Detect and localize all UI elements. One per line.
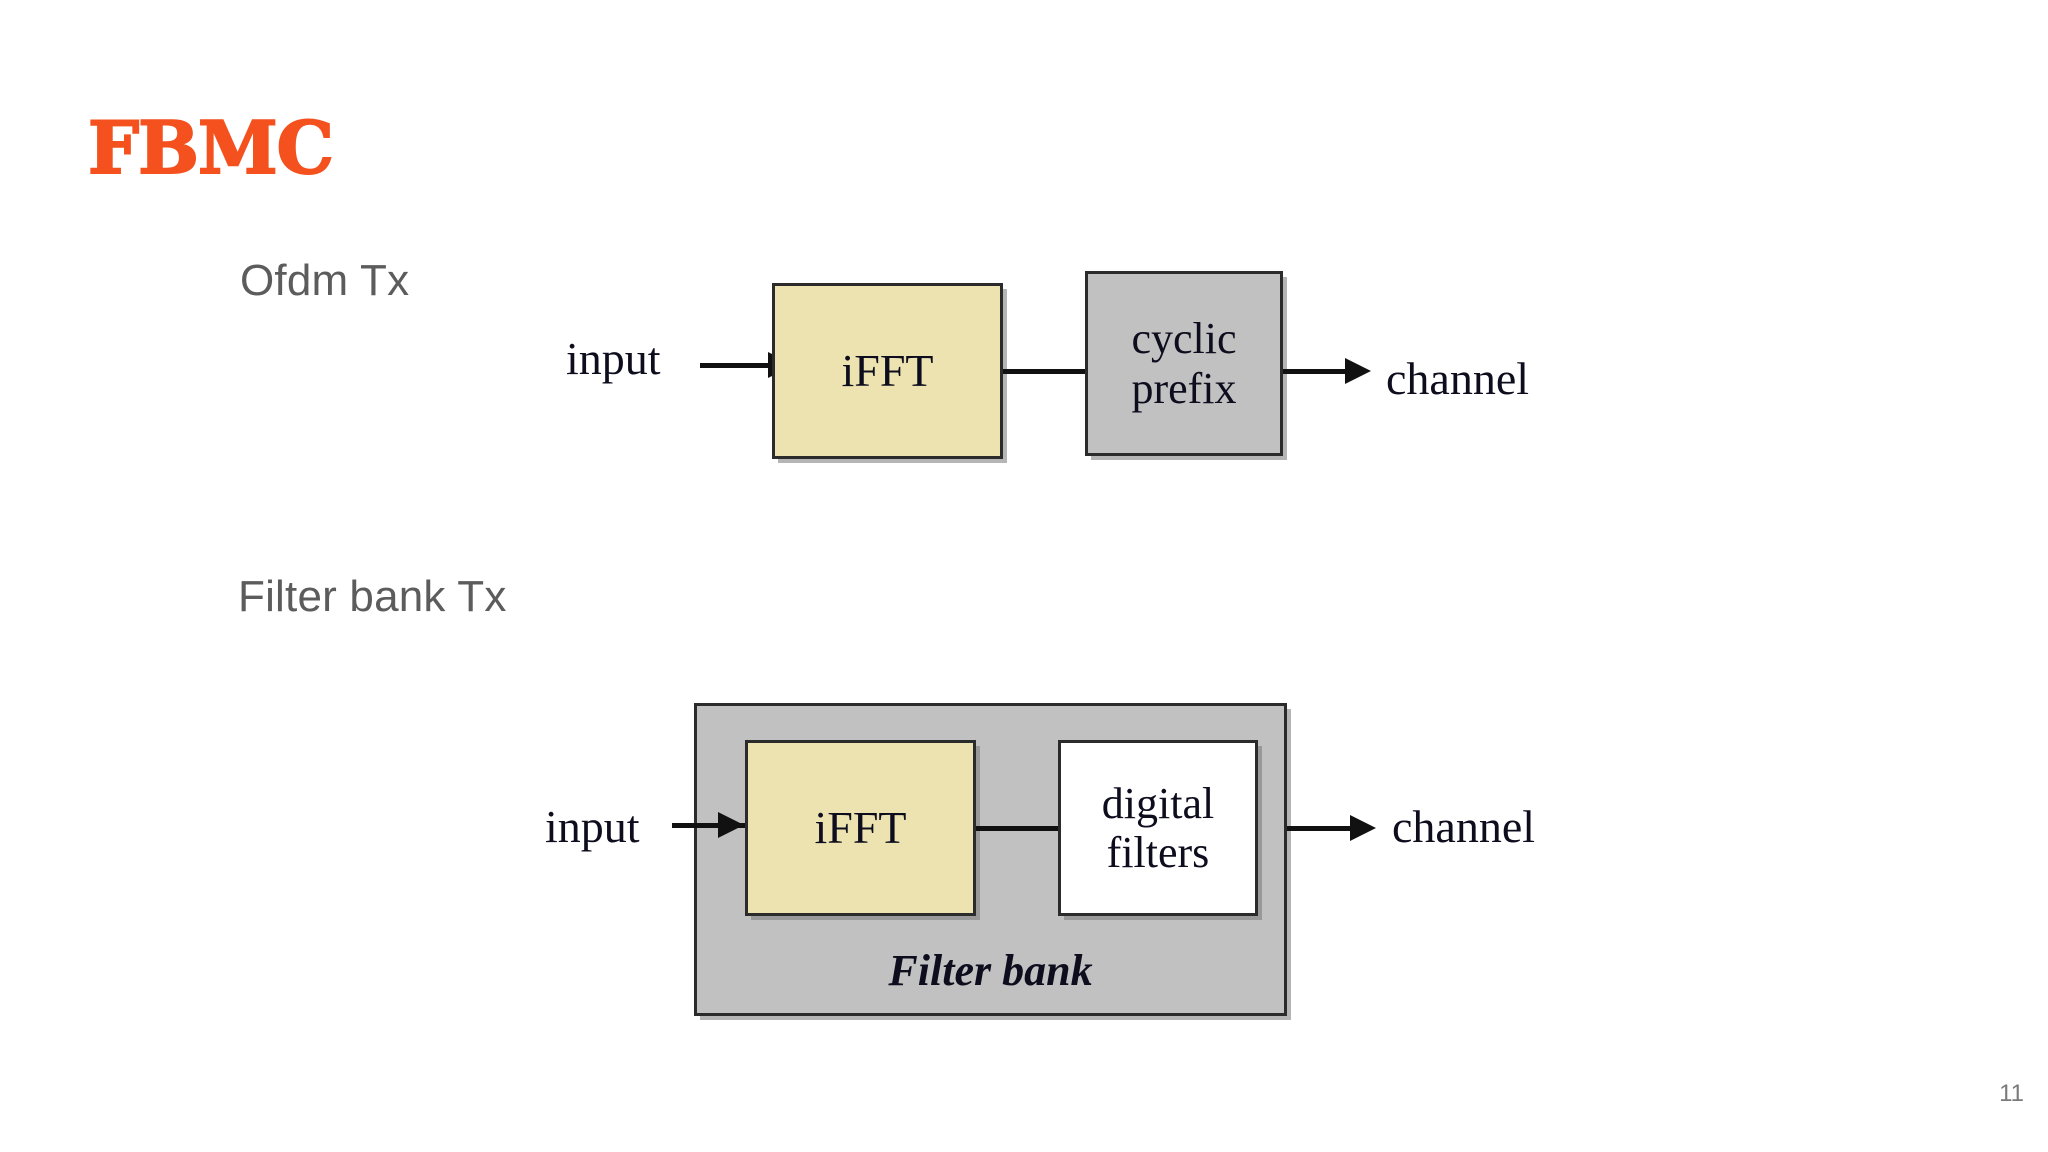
- ofdm-edge-input-to-ifft: [700, 363, 772, 368]
- ofdm-arrowhead-output-icon: [1345, 358, 1371, 384]
- ofdm-block-cyclic-prefix: cyclic prefix: [1085, 271, 1283, 456]
- filterbank-block-ifft: iFFT: [745, 740, 976, 916]
- filterbank-container-label: Filter bank: [888, 946, 1093, 995]
- ofdm-block-ifft-label: iFFT: [841, 345, 934, 397]
- ofdm-input-label: input: [566, 333, 661, 384]
- filterbank-output-label: channel: [1392, 801, 1536, 852]
- filterbank-block-digital-filters-label: digital filters: [1101, 778, 1215, 877]
- filterbank-container-label-wrap: Filter bank: [694, 945, 1287, 996]
- ofdm-edge-cyclic-prefix-to-channel: [1283, 369, 1349, 374]
- ofdm-block-cyclic-prefix-label: cyclic prefix: [1131, 314, 1237, 413]
- filterbank-block-ifft-label: iFFT: [814, 802, 907, 854]
- filterbank-edge-ifft-to-digital-filters: [976, 826, 1058, 831]
- page-title: FBMC: [87, 105, 335, 190]
- filterbank-input-label: input: [545, 801, 640, 852]
- filterbank-edge-input-to-ifft: [672, 823, 745, 828]
- page-number: 11: [1999, 1080, 2024, 1107]
- section-caption-filter-bank-tx: Filter bank Tx: [238, 572, 507, 621]
- filterbank-edge-digital-filters-to-channel: [1287, 826, 1355, 831]
- ofdm-edge-ifft-to-cyclic-prefix: [1003, 369, 1087, 374]
- ofdm-block-ifft: iFFT: [772, 283, 1003, 459]
- ofdm-output-label: channel: [1386, 353, 1530, 404]
- filterbank-arrowhead-input-icon: [718, 812, 744, 838]
- filterbank-arrowhead-output-icon: [1350, 815, 1376, 841]
- filterbank-block-digital-filters: digital filters: [1058, 740, 1258, 916]
- section-caption-ofdm-tx: Ofdm Tx: [240, 256, 410, 305]
